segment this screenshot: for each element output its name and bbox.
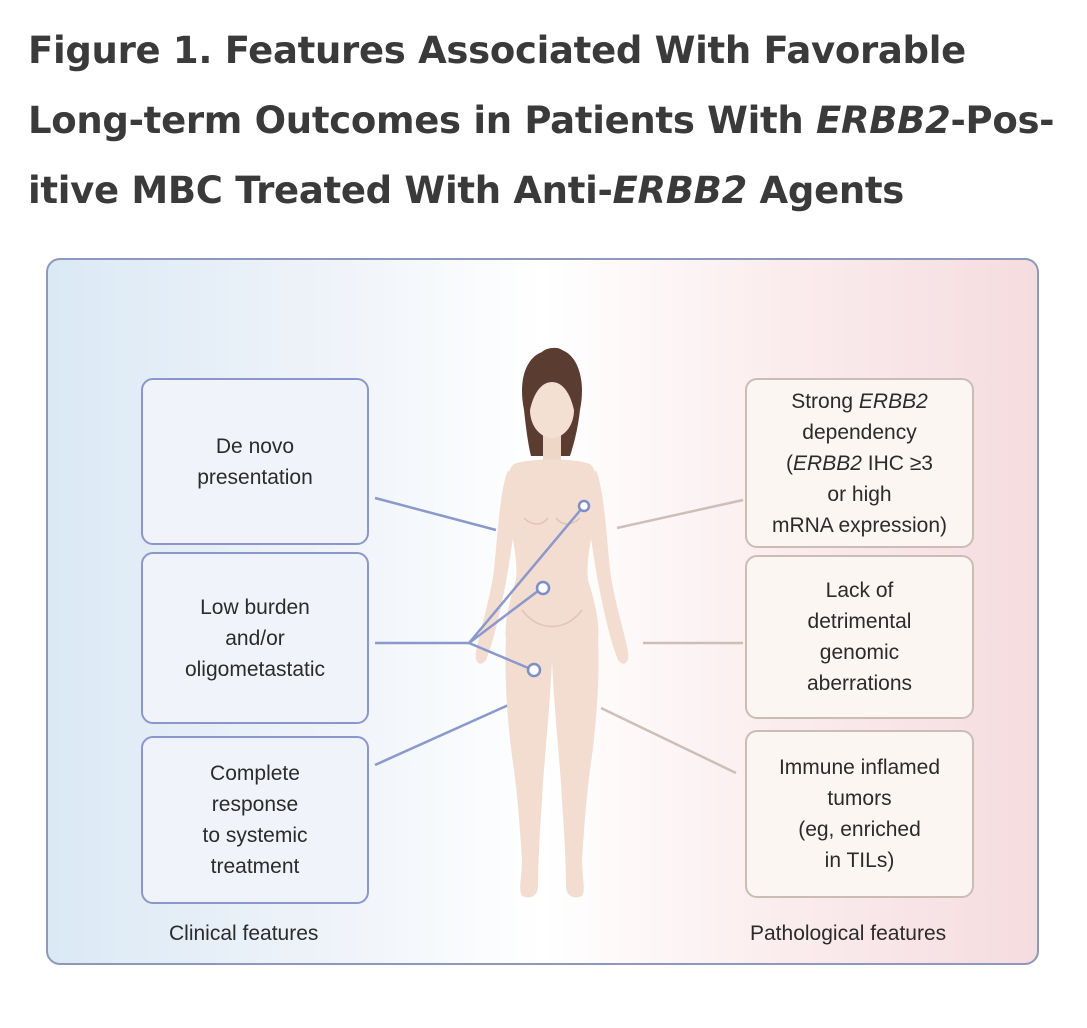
title-line-2: Long-term Outcomes in Patients With ERBB… xyxy=(28,99,1055,142)
pathological-box-erbb2-dependency: Strong ERBB2 dependency (ERBB2 IHC ≥3 or… xyxy=(745,378,974,548)
connector-erbb2-dependency xyxy=(616,498,744,530)
clinical-box-low-burden: Low burden and/or oligometastatic xyxy=(141,552,369,724)
clinical-box-complete-response: Complete response to systemic treatment xyxy=(141,736,369,904)
torso xyxy=(505,459,599,640)
marker-breast xyxy=(577,499,591,513)
left-arm xyxy=(475,470,518,664)
connector-immune-tumors xyxy=(600,706,737,775)
pathological-box-immune-tumors: Immune inflamed tumors (eg, enriched in … xyxy=(745,730,974,898)
figure-title: Figure 1. Features Associated With Favor… xyxy=(28,16,1068,226)
pointer-liver xyxy=(468,587,543,644)
neck xyxy=(543,432,561,462)
right-arm xyxy=(586,470,629,664)
pathological-features-caption: Pathological features xyxy=(750,922,947,945)
female-figure xyxy=(475,347,629,898)
pointer-breast xyxy=(468,506,584,644)
diagram-panel: De novo presentation Low burden and/or o… xyxy=(46,258,1039,965)
hip-lines xyxy=(521,609,583,628)
connector-de-novo xyxy=(374,496,497,532)
connector-complete-response xyxy=(374,701,514,767)
clinical-box-de-novo: De novo presentation xyxy=(141,378,369,545)
left-leg xyxy=(505,638,552,898)
title-line-3: itive MBC Treated With Anti-ERBB2 Agents xyxy=(28,169,905,212)
marker-pelvis xyxy=(526,662,542,678)
marker-liver xyxy=(535,580,551,596)
pathological-box-genomic-aberrations: Lack of detrimental genomic aberrations xyxy=(745,555,974,719)
face xyxy=(530,382,574,438)
hair-front xyxy=(529,366,575,410)
diagram-graphics xyxy=(374,347,744,898)
clinical-features-caption: Clinical features xyxy=(169,922,319,945)
title-line-1: Figure 1. Features Associated With Favor… xyxy=(28,29,966,72)
pointer-pelvis xyxy=(468,641,534,672)
right-leg xyxy=(552,638,599,898)
